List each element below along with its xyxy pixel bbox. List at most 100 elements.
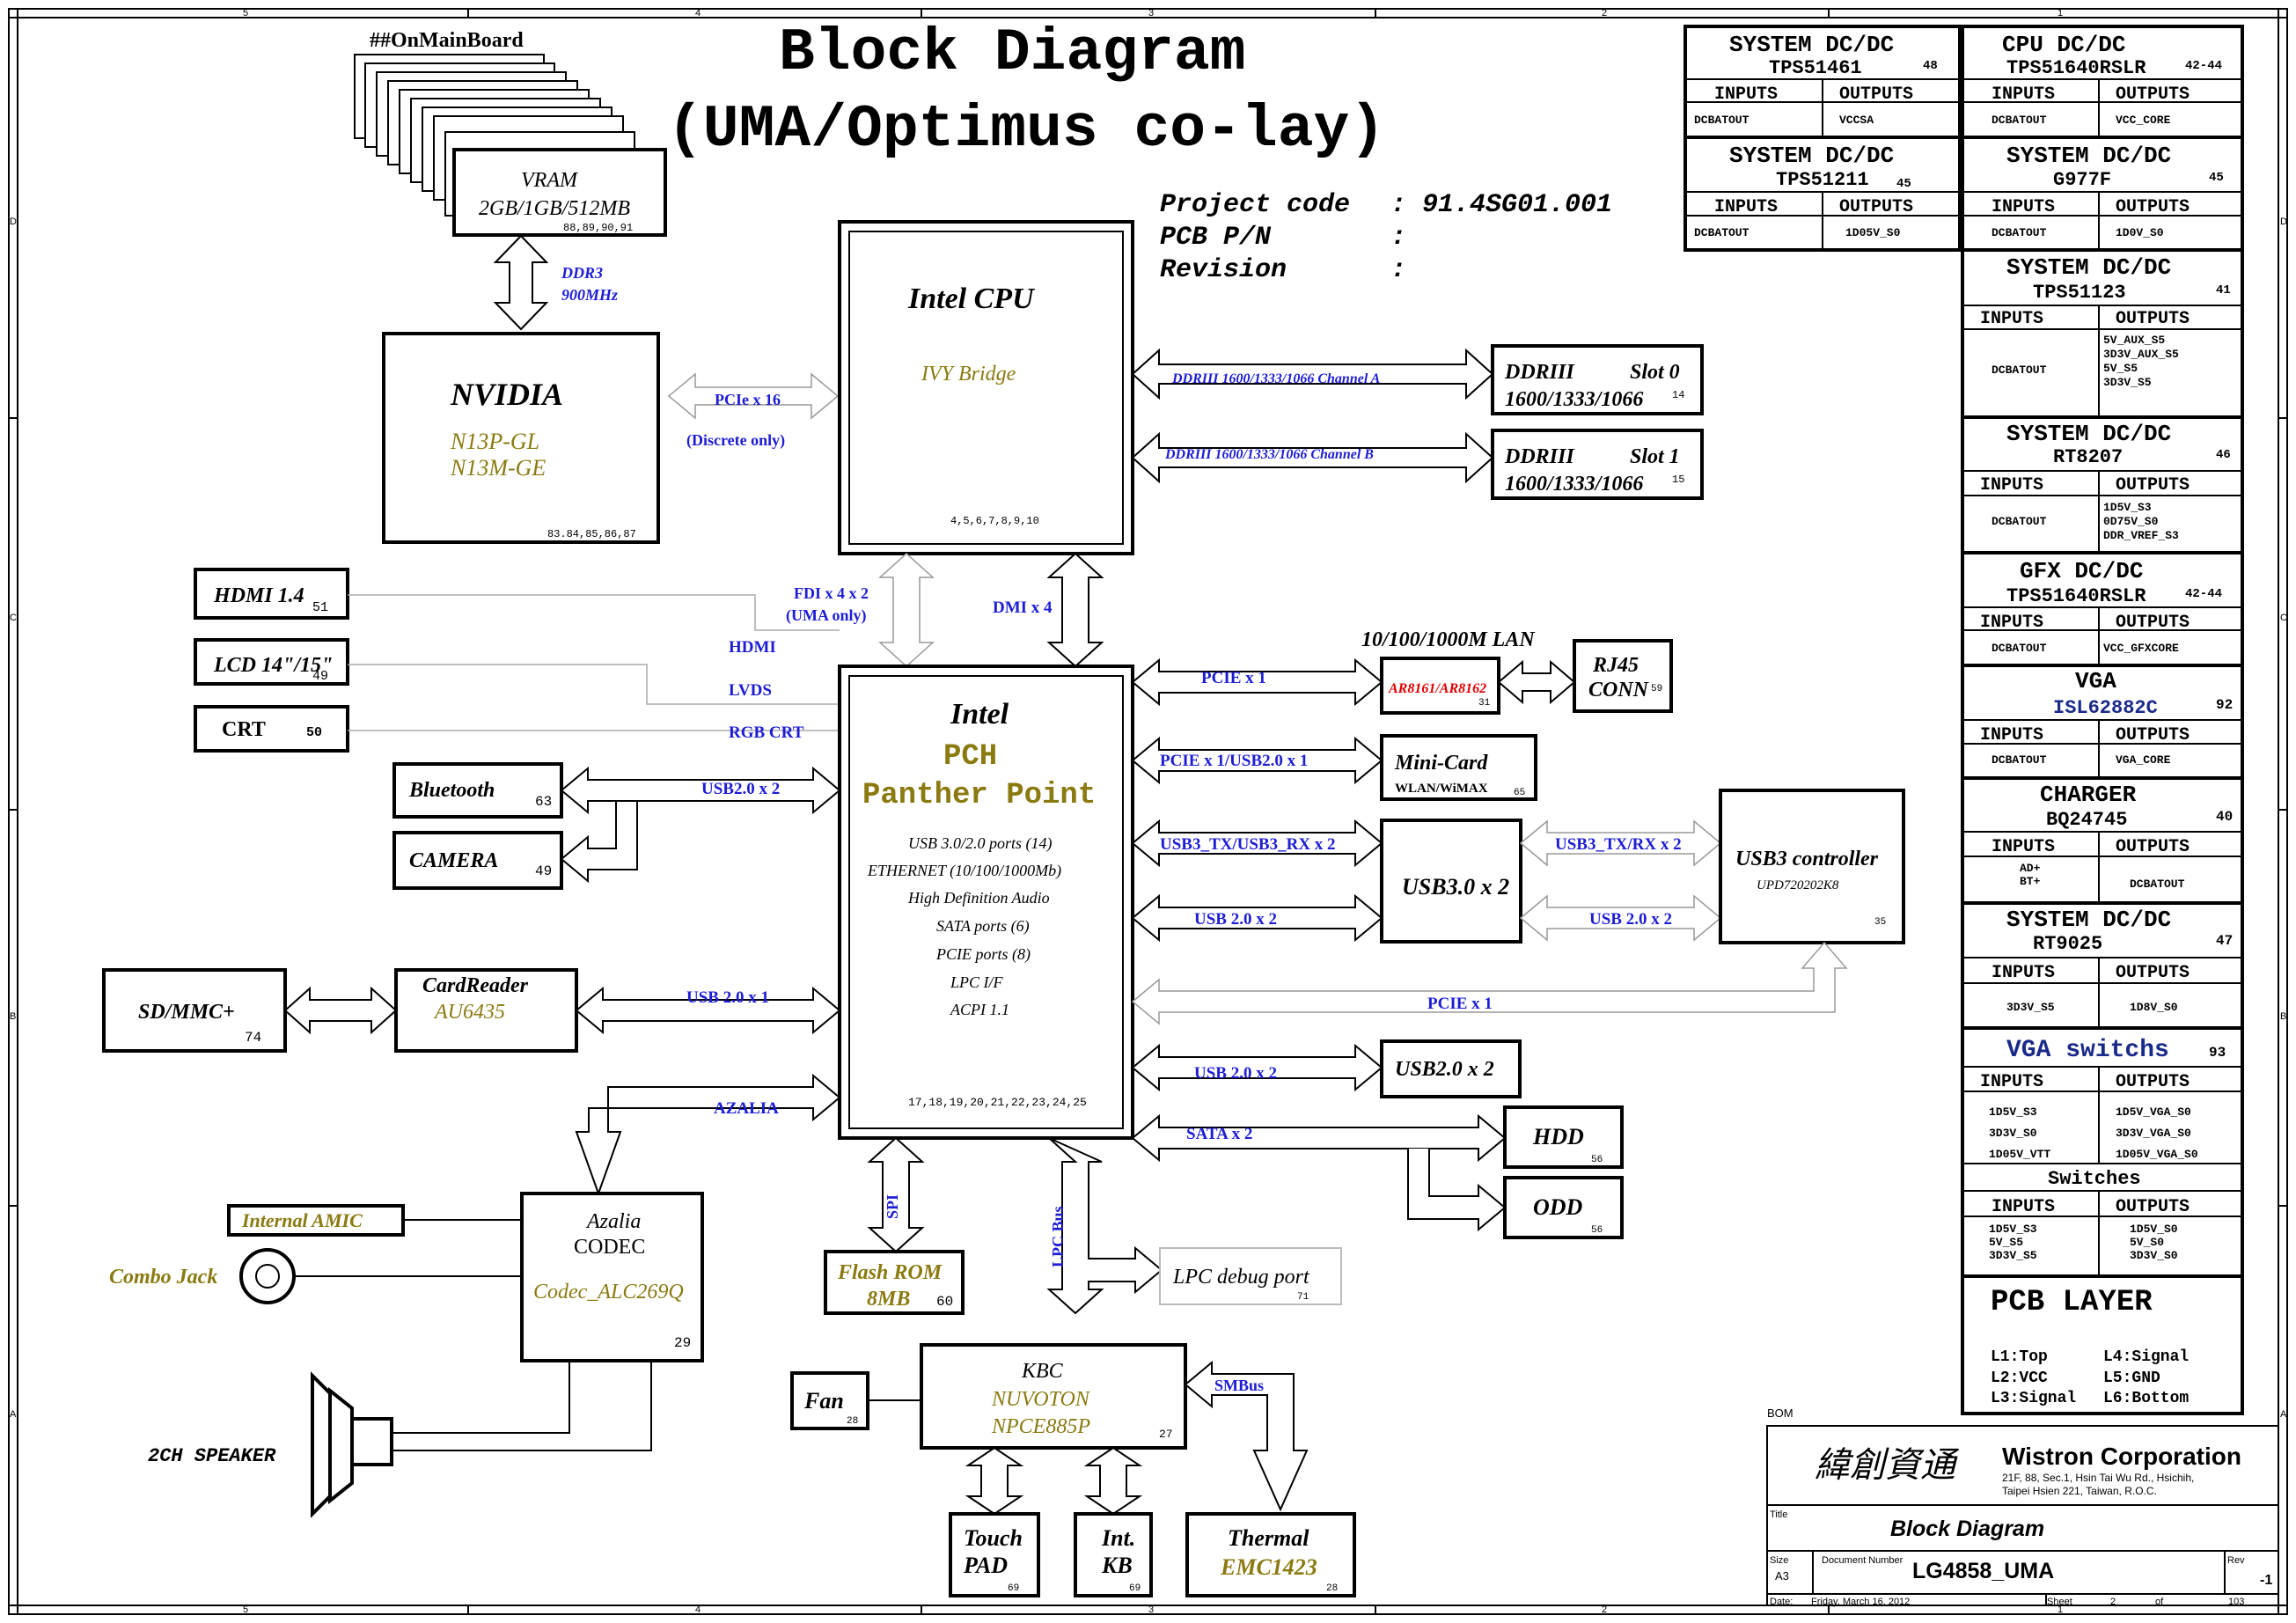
sheet-title: Block Diagram — [1890, 1517, 2044, 1541]
cardreader-block[interactable]: CardReader AU6435 — [394, 968, 578, 1053]
kbc-block[interactable]: KBC NUVOTON NPCE885P 27 — [920, 1343, 1187, 1450]
combo-jack-name: Combo Jack — [109, 1266, 217, 1289]
azalia-link: AZALIA — [575, 1073, 841, 1196]
rev-label: Rev — [2227, 1555, 2245, 1566]
lan-controller[interactable]: 10/100/1000M LAN AR8161/AR8162 31 — [1361, 628, 1536, 715]
usb20-ports[interactable]: USB2.0 x 2 — [1380, 1039, 1522, 1098]
sys51123-output-4: 3D3V_S5 — [2103, 376, 2152, 389]
sys51461-title: SYSTEM DC/DC — [1729, 32, 1894, 58]
flash-rom[interactable]: Flash ROM 8MB 60 — [824, 1250, 965, 1315]
rt9025-inputs-header: INPUTS — [1992, 963, 2055, 983]
usb3-controller[interactable]: USB3 controller UPD720202K8 35 — [1719, 789, 1905, 944]
vga-switch-in-1: 1D5V_S3 — [1989, 1105, 2037, 1119]
fdi-label: FDI x 4 x 2 — [794, 584, 869, 602]
fan-block[interactable]: Fan 28 — [790, 1371, 921, 1430]
nvidia-gpu-block[interactable]: NVIDIA N13P-GL N13M-GE 83.84,85,86,87 — [382, 332, 660, 544]
pcb-layer-l4: L4:Signal — [2103, 1348, 2189, 1366]
touchpad-link — [965, 1446, 1024, 1516]
zone-col-3-bottom: 3 — [1148, 1605, 1154, 1615]
size-label: Size — [1770, 1555, 1788, 1566]
usb30-ports[interactable]: USB3.0 x 2 — [1380, 819, 1522, 944]
intel-cpu-block[interactable]: Intel CPU IVY Bridge 4,5,6,7,8,9,10 — [838, 220, 1134, 555]
pch-feature-acpi: ACPI 1.1 — [950, 1001, 1009, 1018]
switches-out-3: 3D3V_S0 — [2130, 1249, 2178, 1262]
power-tables: SYSTEM DC/DC TPS51461 48 INPUTS OUTPUTS … — [1683, 25, 2244, 1415]
lan-title: 10/100/1000M LAN — [1361, 628, 1536, 651]
sys51461-inputs-header: INPUTS — [1714, 84, 1778, 105]
pcb-layer-l5: L5:GND — [2103, 1370, 2160, 1387]
bluetooth-block[interactable]: Bluetooth 63 — [392, 762, 563, 819]
minicard-block[interactable]: Mini-Card WLAN/WiMAX 65 — [1380, 734, 1537, 801]
rj45-connector[interactable]: RJ45 CONN 59 — [1573, 639, 1673, 713]
zone-row-c-right: C — [2280, 613, 2287, 623]
pch-feature-pcie: PCIE ports (8) — [935, 945, 1031, 964]
crt-connector[interactable]: CRT 50 — [194, 705, 349, 753]
touchpad-block[interactable]: Touch PAD 69 — [949, 1512, 1040, 1597]
ddr-slot-1-slot: Slot 1 — [1630, 445, 1680, 468]
rt8207-output-2: 0D75V_S0 — [2103, 515, 2159, 528]
zone-row-a-right: A — [2280, 1409, 2287, 1420]
sys51211-chip: TPS51211 — [1776, 169, 1869, 191]
lan-bus-label: PCIE x 1 — [1201, 669, 1266, 687]
pch-codename: Panther Point — [862, 779, 1096, 812]
thermal-block[interactable]: Thermal EMC1423 28 — [1185, 1512, 1356, 1597]
intel-pch-block[interactable]: Intel PCH Panther Point USB 3.0/2.0 port… — [838, 665, 1134, 1140]
cardreader-link: USB 2.0 x 1 — [575, 986, 841, 1035]
hdmi-connector[interactable]: HDMI 1.4 51 — [194, 568, 349, 620]
odd-name: ODD — [1533, 1194, 1583, 1220]
ddr-slot-0[interactable]: DDRIII Slot 0 1600/1333/1066 14 — [1491, 344, 1704, 415]
power-sys-tps51461: SYSTEM DC/DC TPS51461 48 INPUTS OUTPUTS … — [1683, 25, 1962, 139]
vram-block[interactable]: ##OnMainBoard VRAM 2GB/1GB/512MB 88,89,9… — [354, 29, 667, 237]
vga-switch-out-1: 1D5V_VGA_S0 — [2116, 1105, 2191, 1119]
cpudcdc-page: 42-44 — [2185, 59, 2222, 73]
touchpad-name: Touch — [964, 1525, 1023, 1551]
usb30-bus-1: USB3_TX/USB3_RX x 2 — [1160, 835, 1336, 854]
keyboard-link — [1083, 1446, 1143, 1516]
g977f-outputs-header: OUTPUTS — [2116, 197, 2190, 217]
sys51211-title: SYSTEM DC/DC — [1729, 143, 1894, 169]
camera-block[interactable]: CAMERA 49 — [392, 831, 563, 890]
rt8207-output-1: 1D5V_S3 — [2103, 501, 2152, 514]
rt9025-outputs-header: OUTPUTS — [2116, 963, 2190, 983]
pch-feature-usb: USB 3.0/2.0 ports (14) — [908, 834, 1053, 853]
vga-switch-outputs-header: OUTPUTS — [2116, 1072, 2190, 1092]
zone-row-a: A — [10, 1409, 17, 1420]
pch-feature-ethernet: ETHERNET (10/100/1000Mb) — [867, 862, 1061, 880]
vga-switch-inputs-header: INPUTS — [1980, 1072, 2043, 1092]
pcb-pn-value: : — [1390, 223, 1406, 253]
speaker[interactable]: 2CH SPEAKER — [148, 1361, 652, 1518]
revision-value: : — [1390, 255, 1406, 285]
internal-amic[interactable]: Internal AMIC — [227, 1204, 522, 1237]
title-block: BOM 緯創資通 Wistron Corporation 21F, 88, Se… — [1766, 1406, 2279, 1607]
combo-jack[interactable]: Combo Jack — [109, 1248, 522, 1304]
g977f-inputs-header: INPUTS — [1992, 197, 2055, 217]
gfx-outputs-header: OUTPUTS — [2116, 613, 2190, 633]
bluetooth-page: 63 — [535, 794, 552, 810]
cpudcdc-outputs-header: OUTPUTS — [2116, 84, 2190, 105]
lpc-bus-link: LPC Bus — [1046, 1137, 1163, 1315]
hdd-block[interactable]: HDD 56 — [1503, 1105, 1624, 1169]
vga-switch-in-2: 3D3V_S0 — [1989, 1127, 2037, 1140]
odd-block[interactable]: ODD 56 — [1503, 1176, 1624, 1239]
ddr-slot-1[interactable]: DDRIII Slot 1 1600/1333/1066 15 — [1491, 429, 1704, 500]
zone-col-5-bottom: 5 — [243, 1605, 248, 1615]
internal-keyboard-block[interactable]: Int. KB 69 — [1074, 1512, 1153, 1597]
diagram-title: Block Diagram — [779, 19, 1246, 87]
hdmi-name: HDMI 1.4 — [213, 584, 304, 607]
thermal-name: Thermal — [1228, 1525, 1309, 1551]
vga-title: VGA — [2075, 668, 2116, 694]
switches-title: Switches — [2048, 1168, 2141, 1190]
power-cpu-dcdc: CPU DC/DC TPS51640RSLR 42-44 INPUTS OUTP… — [1961, 25, 2244, 139]
bluetooth-name: Bluetooth — [408, 779, 495, 802]
flash-page: 60 — [936, 1294, 953, 1310]
gfx-page: 42-44 — [2185, 587, 2222, 601]
intkb-page: 69 — [1129, 1583, 1141, 1594]
sd-mmc-slot[interactable]: SD/MMC+ 74 — [102, 968, 287, 1053]
lcd-connector[interactable]: LCD 14"/15" 49 — [194, 638, 349, 686]
audio-codec-block[interactable]: Azalia CODEC Codec_ALC269Q 29 — [520, 1192, 704, 1362]
switches-in-3: 3D3V_S5 — [1989, 1249, 2037, 1262]
minicard-name: Mini-Card — [1394, 752, 1488, 775]
cpu-codename: IVY Bridge — [921, 363, 1016, 386]
power-sys-rt8207: SYSTEM DC/DC RT8207 46 INPUTS OUTPUTS DC… — [1961, 415, 2244, 554]
lpc-debug-port[interactable]: LPC debug port 71 — [1159, 1247, 1342, 1305]
